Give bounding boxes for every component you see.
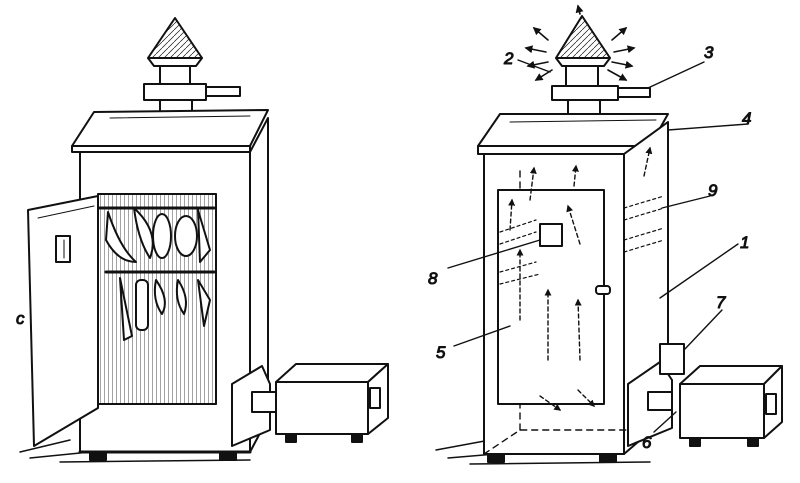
- grate-bands: [499, 195, 665, 285]
- callout-leaders: [447, 59, 749, 433]
- callout-9: 9: [708, 181, 718, 200]
- callout-6: 6: [642, 433, 652, 452]
- left-chimney-cap: [147, 17, 203, 85]
- callout-4: 4: [742, 109, 751, 128]
- callout-1: 1: [740, 233, 749, 252]
- right-top-lid: [477, 113, 669, 147]
- left-firebox: [275, 363, 389, 443]
- callout-8: 8: [428, 269, 438, 288]
- smoke-exhaust-arrows: [524, 4, 636, 81]
- label-c: c: [16, 309, 25, 328]
- left-smokehouse: [19, 17, 389, 463]
- door-peephole: [539, 223, 563, 247]
- callout-2: 2: [503, 49, 514, 68]
- airflow-arrows: [508, 146, 653, 411]
- left-top-lid: [71, 109, 269, 147]
- left-smoke-connector: [231, 365, 277, 447]
- door-handle: [595, 285, 611, 295]
- callout-7: 7: [716, 293, 726, 312]
- callout-3: 3: [704, 43, 714, 62]
- callout-5: 5: [436, 343, 446, 362]
- hanging-meat-upper: [105, 207, 211, 263]
- right-closed-door: [497, 189, 605, 405]
- right-firebox: [679, 365, 783, 447]
- left-open-door: [27, 195, 99, 447]
- right-smokehouse: [435, 4, 783, 465]
- right-chimney-cap: [555, 15, 611, 87]
- door-window: [55, 235, 71, 263]
- hanging-meat-lower: [119, 277, 211, 341]
